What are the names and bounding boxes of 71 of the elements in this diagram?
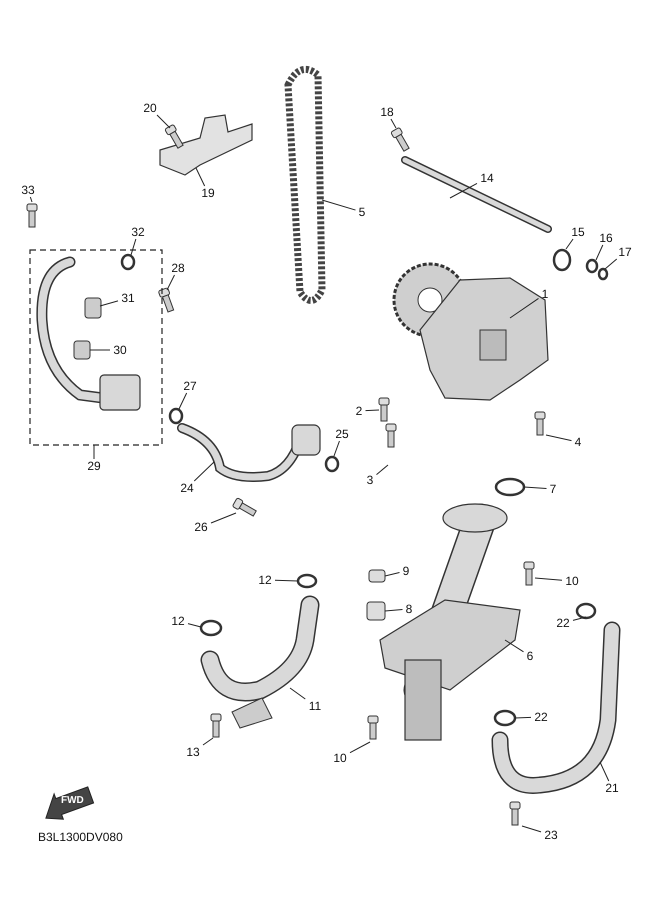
leader-line: [202, 738, 214, 746]
leader-line: [188, 623, 202, 628]
callout-number: 10: [565, 574, 579, 588]
leader-line: [156, 114, 170, 128]
callout-number: 32: [131, 225, 145, 239]
callout-number: 27: [183, 379, 197, 393]
callout-number: 8: [406, 602, 412, 616]
leader-line: [384, 572, 400, 576]
leader-line: [514, 716, 532, 718]
leader-line: [390, 118, 396, 128]
callout-number: 7: [550, 482, 556, 496]
leader-line: [365, 410, 380, 412]
callout-number: 9: [402, 564, 410, 578]
leader-line: [596, 244, 604, 260]
leader-line: [178, 392, 188, 410]
callout-number: 13: [186, 745, 200, 759]
leader-line: [210, 512, 236, 524]
callout-number: 16: [599, 231, 613, 245]
callout-number: 15: [571, 225, 585, 239]
leader-line: [350, 742, 370, 754]
callout-number: 4: [574, 435, 582, 449]
callout-number: 12: [258, 573, 272, 587]
leader-line: [504, 640, 524, 652]
callout-number: 31: [121, 291, 135, 305]
callout-number: 29: [87, 459, 101, 473]
callout-number: 22: [534, 710, 548, 724]
leader-line: [334, 440, 340, 456]
callout-number: 30: [113, 343, 127, 357]
direction-label: FWD: [61, 795, 84, 806]
leader-line: [522, 826, 542, 832]
callout-number: 19: [201, 186, 215, 200]
leader-line: [274, 580, 298, 582]
leader-line: [450, 182, 478, 198]
callout-number: 22: [556, 616, 570, 630]
leader-line: [376, 464, 388, 476]
leader-line: [546, 434, 572, 442]
leader-line: [384, 609, 403, 612]
callout-number: 14: [480, 171, 494, 185]
leader-line: [524, 486, 547, 490]
leader-line: [604, 258, 618, 270]
callout-number: 2: [356, 404, 362, 418]
callout-number: 3: [366, 473, 374, 487]
callout-number: 10: [333, 751, 347, 765]
callout-number: 25: [335, 427, 349, 441]
leader-line: [30, 196, 32, 202]
leader-line: [166, 274, 175, 290]
leader-line: [100, 300, 118, 306]
callout-number: 1: [542, 287, 548, 301]
leader-line: [290, 688, 306, 700]
callout-number: 33: [21, 183, 35, 197]
callout-number: 5: [358, 205, 366, 219]
callout-number: 21: [605, 781, 619, 795]
callout-number: 17: [618, 245, 632, 259]
callout-number: 24: [180, 481, 194, 495]
leader-line: [322, 200, 356, 211]
leader-line: [534, 578, 562, 581]
leader-line: [194, 462, 214, 482]
callout-number: 18: [380, 105, 394, 119]
leader-line: [130, 238, 136, 256]
callout-number: 12: [171, 614, 185, 628]
callout-number: 11: [308, 699, 322, 713]
callout-number: 20: [143, 101, 157, 115]
callout-number: 26: [194, 520, 208, 534]
leader-line: [566, 238, 574, 250]
leader-line: [572, 616, 586, 621]
leader-line: [196, 168, 206, 186]
callout-number: 23: [544, 828, 558, 842]
callout-number: 28: [171, 261, 185, 275]
callout-number: 6: [526, 649, 534, 663]
leader-line: [600, 762, 610, 782]
drawing-code: B3L1300DV080: [38, 830, 123, 844]
